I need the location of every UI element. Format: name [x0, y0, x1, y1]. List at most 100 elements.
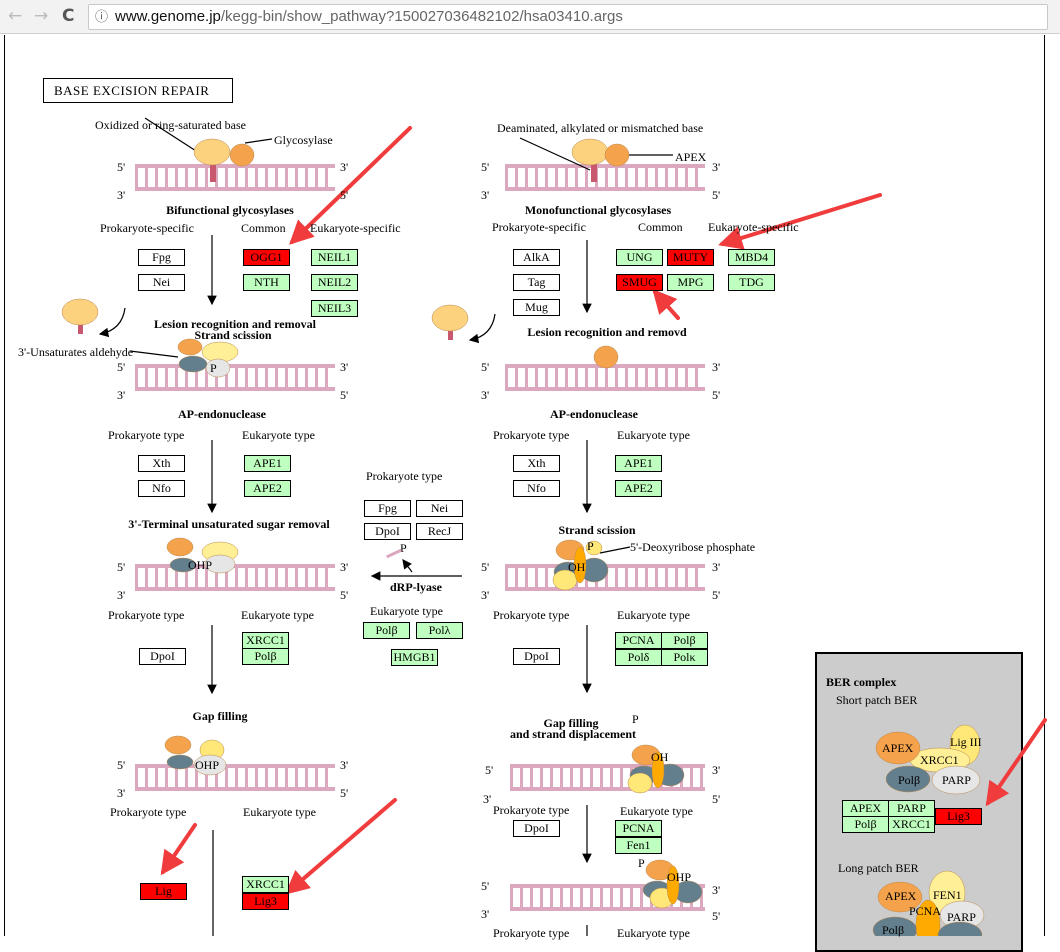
- gene-box-fpg[interactable]: Fpg: [364, 500, 411, 517]
- gene-box-xth[interactable]: Xth: [138, 455, 185, 472]
- gene-box-lig3[interactable]: Lig3: [242, 893, 289, 910]
- column-label: Eukaryote type: [617, 428, 690, 442]
- ohp-label: OHP: [195, 758, 220, 772]
- end-label: 3': [340, 360, 349, 374]
- gene-box-nfo[interactable]: Nfo: [513, 480, 560, 497]
- end-label: 5': [340, 588, 349, 602]
- end-label: 5': [712, 588, 721, 602]
- gene-box-hmgb1[interactable]: HMGB1: [391, 649, 438, 666]
- gene-box-mpg[interactable]: MPG: [667, 274, 714, 291]
- protein-label: Polβ: [882, 923, 905, 937]
- gene-box-muty[interactable]: MUTY: [667, 249, 714, 266]
- gene-box-mbd4[interactable]: MBD4: [728, 249, 775, 266]
- gene-box-dpoi[interactable]: DpoI: [139, 648, 186, 665]
- column-label: Prokaryote type: [108, 428, 185, 442]
- end-label: 3': [483, 792, 492, 806]
- step-heading: dRP-lyase: [390, 580, 442, 594]
- gene-box-xth[interactable]: Xth: [513, 455, 560, 472]
- phosphate-label: P: [632, 712, 639, 726]
- column-label: Prokaryote type: [493, 608, 570, 622]
- annotation-arrows: [160, 126, 1047, 895]
- step-heading: Strand scission: [558, 523, 636, 537]
- gene-box-xrcc1[interactable]: XRCC1: [242, 632, 289, 649]
- gene-box-polb[interactable]: Polβ: [661, 632, 708, 649]
- gene-box-apex[interactable]: APEX: [842, 800, 889, 817]
- gene-box-ape1[interactable]: APE1: [615, 455, 662, 472]
- end-label: 3': [712, 160, 721, 174]
- gene-box-xrcc1[interactable]: XRCC1: [888, 816, 935, 833]
- gene-box-tag[interactable]: Tag: [513, 274, 560, 291]
- gene-box-ung[interactable]: UNG: [616, 249, 663, 266]
- column-label: Prokaryote-specific: [100, 221, 194, 235]
- info-icon[interactable]: ⓘ: [95, 9, 109, 24]
- gene-box-fpg[interactable]: Fpg: [138, 249, 185, 266]
- protein-label: XRCC1: [920, 753, 959, 767]
- gene-box-xrcc1[interactable]: XRCC1: [242, 876, 289, 893]
- column-label: Prokaryote-specific: [492, 220, 586, 234]
- gene-box-recj[interactable]: RecJ: [416, 523, 463, 540]
- ber-complex-title: BER complex: [826, 675, 897, 689]
- end-label: 3': [481, 907, 490, 921]
- back-button[interactable]: ←: [8, 6, 23, 26]
- gene-box-nth[interactable]: NTH: [243, 274, 290, 291]
- end-label: 5': [481, 560, 490, 574]
- gene-box-ape2[interactable]: APE2: [615, 480, 662, 497]
- protein-label: PCNA: [909, 904, 942, 918]
- gene-box-nei[interactable]: Nei: [138, 274, 185, 291]
- gene-box-poll[interactable]: Polλ: [416, 622, 463, 639]
- column-label: Eukaryote type: [617, 608, 690, 622]
- base-label: Oxidized or ring-saturated base: [95, 118, 246, 132]
- step-heading: AP-endonuclease: [178, 407, 266, 421]
- gene-box-ape2[interactable]: APE2: [244, 480, 291, 497]
- gene-box-neil3[interactable]: NEIL3: [311, 300, 358, 317]
- gene-box-fen1[interactable]: Fen1: [615, 837, 662, 854]
- gene-box-parp[interactable]: PARP: [888, 800, 935, 817]
- gene-box-nei[interactable]: Nei: [416, 500, 463, 517]
- end-label: 3': [712, 763, 721, 777]
- end-label: 3': [340, 560, 349, 574]
- column-label: Eukaryote type: [243, 805, 316, 819]
- gene-box-tdg[interactable]: TDG: [728, 274, 775, 291]
- dna-strand: [135, 164, 335, 191]
- gene-box-neil1[interactable]: NEIL1: [311, 249, 358, 266]
- gene-box-smug[interactable]: SMUG: [616, 274, 663, 291]
- step-heading: Gap filling: [543, 716, 599, 730]
- page-border-left: [4, 35, 5, 936]
- dna-strand: [135, 564, 335, 591]
- gene-box-dpoi[interactable]: DpoI: [513, 820, 560, 837]
- reload-button[interactable]: C: [62, 6, 75, 26]
- gene-box-polk[interactable]: Polκ: [661, 649, 708, 666]
- gene-box-ape1[interactable]: APE1: [244, 455, 291, 472]
- gene-box-pcna[interactable]: PCNA: [615, 820, 662, 837]
- gene-box-ogg1[interactable]: OGG1: [243, 249, 290, 266]
- gene-box-polb[interactable]: Polβ: [363, 622, 410, 639]
- end-label: 5': [712, 388, 721, 402]
- gene-box-neil2[interactable]: NEIL2: [311, 274, 358, 291]
- pathway-title: BASE EXCISION REPAIR: [43, 78, 233, 103]
- phosphate-label: P: [400, 541, 407, 555]
- dna-strand: [505, 164, 705, 191]
- gene-box-lig[interactable]: Lig: [140, 883, 187, 900]
- gene-box-pcna[interactable]: PCNA: [615, 632, 662, 649]
- gene-box-mug[interactable]: Mug: [513, 299, 560, 316]
- gene-box-alka[interactable]: AlkA: [513, 249, 560, 266]
- forward-button[interactable]: →: [34, 6, 49, 26]
- gene-box-nfo[interactable]: Nfo: [138, 480, 185, 497]
- oh-label: OH: [568, 560, 586, 574]
- column-label: Eukaryote-specific: [708, 220, 799, 234]
- end-label: 3': [712, 883, 721, 897]
- column-label: Prokaryote type: [493, 428, 570, 442]
- end-label: 5': [340, 786, 349, 800]
- glycosylase-label: Glycosylase: [274, 133, 333, 147]
- dna-strand: [135, 764, 335, 791]
- gene-box-dpoi[interactable]: DpoI: [513, 648, 560, 665]
- address-bar[interactable]: ⓘ www.genome.jp/kegg-bin/show_pathway?15…: [88, 4, 1048, 30]
- end-label: 3': [117, 188, 126, 202]
- column-label: Prokaryote type: [493, 803, 570, 817]
- gene-box-polb[interactable]: Polβ: [842, 816, 889, 833]
- gene-box-dpoi[interactable]: DpoI: [364, 523, 411, 540]
- gene-box-lig3[interactable]: Lig3: [935, 808, 982, 825]
- gene-box-polb[interactable]: Polβ: [242, 648, 289, 665]
- end-label: 3': [117, 588, 126, 602]
- gene-box-pold[interactable]: Polδ: [615, 649, 662, 666]
